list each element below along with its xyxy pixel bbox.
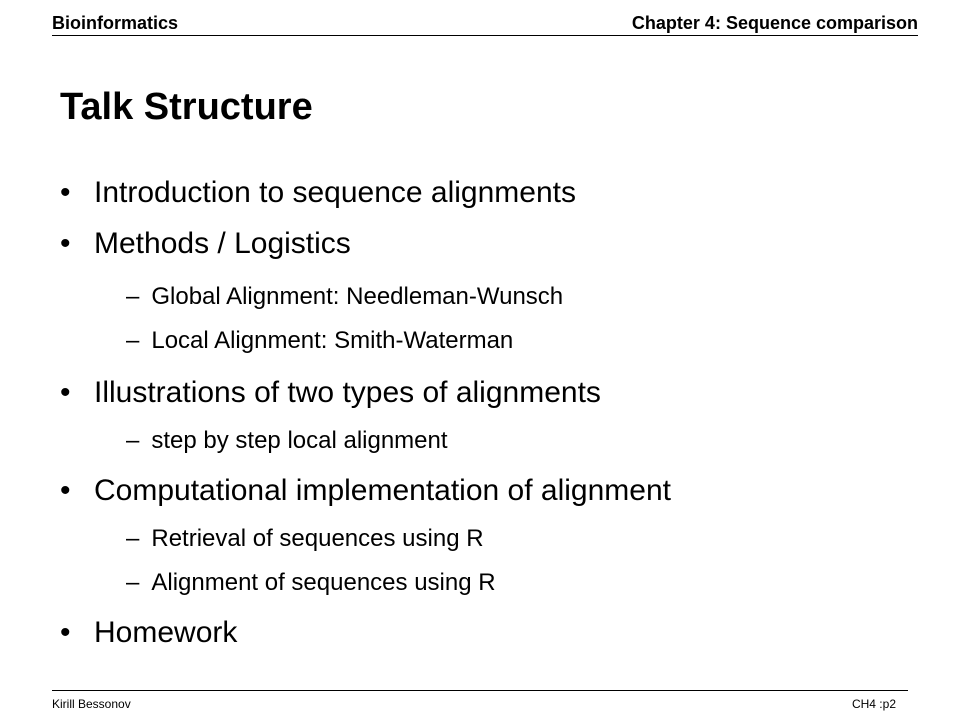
outline-item: • Homework [60, 615, 237, 651]
outline-item-text: Retrieval of sequences using R [151, 525, 484, 552]
slide-title: Talk Structure [60, 86, 313, 128]
bullet-icon: • [60, 176, 71, 209]
outline-item-text: Methods / Logistics [94, 227, 351, 260]
dash-icon: – [126, 427, 140, 454]
outline-item: • Introduction to sequence alignments [60, 175, 576, 211]
outline-subitem: –Local Alignment: Smith-Waterman [126, 326, 513, 356]
outline-item-text: Global Alignment: Needleman-Wunsch [151, 283, 564, 310]
header-chapter-title: Chapter 4: Sequence comparison [631, 13, 918, 33]
outline-item-text: Local Alignment: Smith-Waterman [151, 327, 514, 354]
outline-item-text: step by step local alignment [151, 427, 448, 454]
footer-divider [52, 690, 908, 691]
header-course-title: Bioinformatics [52, 13, 179, 33]
outline-subitem: –step by step local alignment [126, 426, 448, 456]
bullet-icon: • [60, 376, 71, 409]
outline-subitem: –Alignment of sequences using R [126, 568, 496, 598]
outline-item-text: Homework [94, 616, 238, 649]
footer-author: Kirill Bessonov [52, 697, 131, 711]
outline-item-text: Illustrations of two types of alignments [94, 376, 601, 409]
bullet-icon: • [60, 474, 71, 507]
outline-item: • Computational implementation of alignme… [60, 473, 671, 509]
dash-icon: – [126, 525, 140, 552]
outline-item: • Methods / Logistics [60, 226, 351, 262]
dash-icon: – [126, 283, 140, 310]
outline-subitem: –Global Alignment: Needleman-Wunsch [126, 282, 563, 312]
outline-item: • Illustrations of two types of alignment… [60, 375, 601, 411]
bullet-icon: • [60, 616, 71, 649]
outline-item-text: Introduction to sequence alignments [94, 176, 576, 209]
outline-item-text: Computational implementation of alignmen… [94, 474, 671, 507]
outline-subitem: –Retrieval of sequences using R [126, 524, 484, 554]
footer-page-number: CH4 :p2 [851, 697, 896, 711]
outline-item-text: Alignment of sequences using R [151, 569, 496, 596]
slide-header: Bioinformatics Chapter 4: Sequence compa… [52, 8, 918, 36]
dash-icon: – [126, 327, 140, 354]
bullet-icon: • [60, 227, 71, 260]
dash-icon: – [126, 569, 140, 596]
